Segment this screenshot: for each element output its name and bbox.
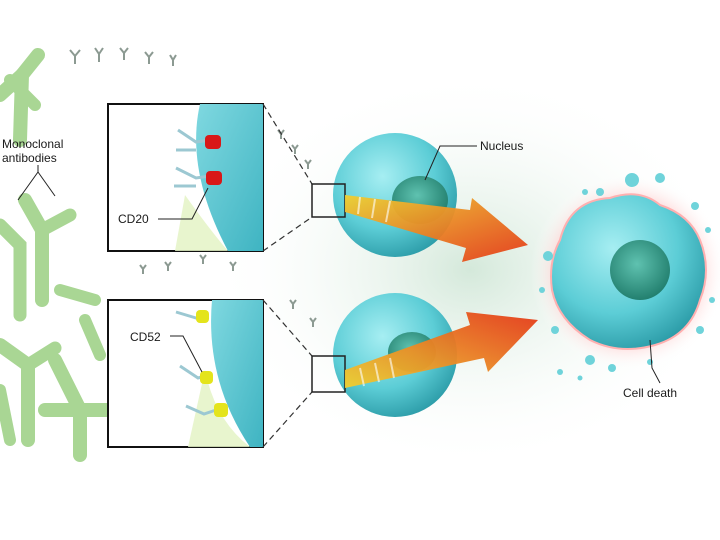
zoom-inset-cd20 — [107, 103, 264, 252]
antibody-cluster — [0, 48, 117, 462]
label-monoclonal: Monoclonal — [2, 137, 63, 151]
label-nucleus: Nucleus — [480, 139, 523, 153]
cd52-marker-middle — [200, 371, 213, 384]
debris-blebs — [539, 173, 715, 381]
arrow-upper — [345, 195, 528, 262]
cd52-marker-lower — [214, 403, 228, 417]
zoom-connectors — [262, 103, 313, 448]
leader-lines — [17, 145, 661, 384]
label-antibodies: antibodies — [2, 151, 57, 165]
cd20-marker-lower — [206, 171, 222, 185]
dying-cell — [530, 173, 720, 381]
floating-antibodies — [69, 47, 317, 327]
cd20-marker-upper — [205, 135, 221, 149]
arrow-lower — [345, 312, 538, 388]
cd52-marker-upper — [196, 310, 209, 323]
label-cd52: CD52 — [130, 330, 161, 344]
label-cell-death: Cell death — [623, 386, 677, 400]
zoom-inset-cd52 — [107, 299, 264, 448]
nucleus-dying — [610, 240, 670, 300]
label-cd20: CD20 — [118, 212, 149, 226]
